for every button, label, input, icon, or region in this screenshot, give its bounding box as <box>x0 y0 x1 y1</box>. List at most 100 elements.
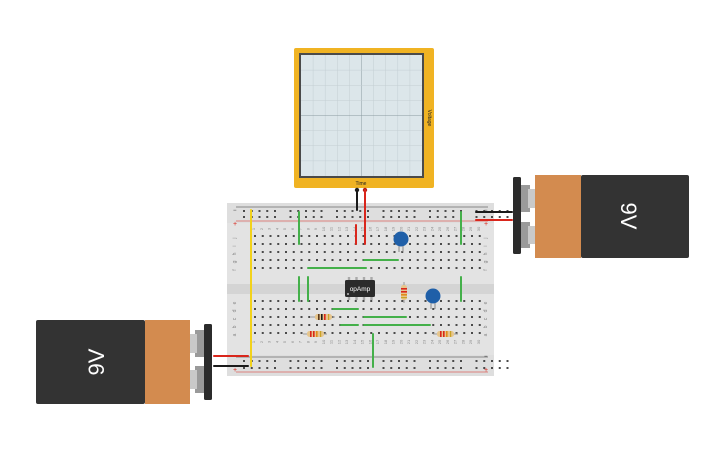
breadboard-hole[interactable] <box>254 259 256 261</box>
breadboard-hole[interactable] <box>292 316 295 318</box>
breadboard-hole[interactable] <box>424 259 427 261</box>
breadboard-hole[interactable] <box>269 267 272 269</box>
breadboard-hole[interactable] <box>277 243 280 245</box>
breadboard-hole[interactable] <box>269 324 272 326</box>
breadboard-hole[interactable] <box>316 324 318 326</box>
breadboard-hole[interactable] <box>336 360 338 362</box>
breadboard-hole[interactable] <box>343 216 346 218</box>
breadboard-hole[interactable] <box>285 243 287 245</box>
breadboard-hole[interactable] <box>432 308 435 310</box>
breadboard-hole[interactable] <box>339 243 342 245</box>
breadboard-hole[interactable] <box>277 332 280 334</box>
breadboard-hole[interactable] <box>261 300 264 302</box>
breadboard-hole[interactable] <box>359 360 362 362</box>
breadboard-hole[interactable] <box>362 251 365 253</box>
breadboard-hole[interactable] <box>471 243 473 245</box>
breadboard-hole[interactable] <box>362 308 365 310</box>
breadboard-hole[interactable] <box>277 324 280 326</box>
breadboard-hole[interactable] <box>308 308 311 310</box>
breadboard-hole[interactable] <box>447 251 450 253</box>
breadboard-hole[interactable] <box>269 235 272 237</box>
breadboard-hole[interactable] <box>471 267 473 269</box>
breadboard-hole[interactable] <box>269 259 272 261</box>
breadboard-hole[interactable] <box>393 308 396 310</box>
breadboard-hole[interactable] <box>409 267 411 269</box>
breadboard-hole[interactable] <box>258 210 261 212</box>
breadboard-hole[interactable] <box>424 235 427 237</box>
breadboard-hole[interactable] <box>285 316 287 318</box>
breadboard-hole[interactable] <box>370 243 373 245</box>
capacitor-2[interactable] <box>425 288 441 310</box>
breadboard-hole[interactable] <box>416 332 419 334</box>
breadboard-hole[interactable] <box>432 324 435 326</box>
breadboard-hole[interactable] <box>258 360 261 362</box>
breadboard-hole[interactable] <box>398 210 400 212</box>
opamp-chip[interactable]: opAmp <box>345 277 375 300</box>
breadboard-hole[interactable] <box>409 316 411 318</box>
jumper-wires-red[interactable] <box>213 189 513 357</box>
breadboard-hole[interactable] <box>261 324 264 326</box>
breadboard-hole[interactable] <box>277 316 280 318</box>
breadboard-hole[interactable] <box>409 332 411 334</box>
breadboard-hole[interactable] <box>266 210 269 212</box>
breadboard-hole[interactable] <box>393 300 396 302</box>
breadboard-hole[interactable] <box>498 216 501 218</box>
breadboard-hole[interactable] <box>478 243 481 245</box>
breadboard-hole[interactable] <box>254 308 256 310</box>
jumper-wires-black[interactable] <box>213 189 513 367</box>
breadboard-hole[interactable] <box>401 259 404 261</box>
breadboard-hole[interactable] <box>261 267 264 269</box>
breadboard-hole[interactable] <box>429 210 431 212</box>
breadboard-hole[interactable] <box>320 210 323 212</box>
breadboard-hole[interactable] <box>254 243 256 245</box>
breadboard-hole[interactable] <box>463 308 466 310</box>
breadboard-hole[interactable] <box>440 308 442 310</box>
breadboard-hole[interactable] <box>300 243 303 245</box>
breadboard-hole[interactable] <box>261 316 264 318</box>
breadboard-hole[interactable] <box>475 216 478 218</box>
breadboard-hole[interactable] <box>312 216 315 218</box>
breadboard-hole[interactable] <box>447 308 450 310</box>
breadboard-hole[interactable] <box>292 267 295 269</box>
breadboard-hole[interactable] <box>491 360 493 362</box>
breadboard-hole[interactable] <box>351 360 354 362</box>
resistor-3[interactable] <box>303 331 327 337</box>
breadboard-hole[interactable] <box>359 367 362 369</box>
breadboard-hole[interactable] <box>292 324 295 326</box>
breadboard-hole[interactable] <box>370 308 373 310</box>
breadboard-hole[interactable] <box>390 367 393 369</box>
breadboard-hole[interactable] <box>405 216 408 218</box>
jumper-wires-green[interactable] <box>298 211 462 368</box>
breadboard-hole[interactable] <box>382 360 385 362</box>
breadboard-hole[interactable] <box>478 251 481 253</box>
breadboard-hole[interactable] <box>370 251 373 253</box>
breadboard-hole[interactable] <box>429 216 431 218</box>
breadboard-hole[interactable] <box>390 216 393 218</box>
breadboard-hole[interactable] <box>452 216 455 218</box>
breadboard-hole[interactable] <box>385 243 388 245</box>
breadboard-hole[interactable] <box>285 251 287 253</box>
breadboard-hole[interactable] <box>447 267 450 269</box>
breadboard-hole[interactable] <box>305 210 307 212</box>
breadboard-hole[interactable] <box>339 259 342 261</box>
breadboard-hole[interactable] <box>331 251 334 253</box>
breadboard-hole[interactable] <box>320 216 323 218</box>
breadboard-hole[interactable] <box>285 332 287 334</box>
breadboard-hole[interactable] <box>483 360 486 362</box>
breadboard-hole[interactable] <box>447 324 450 326</box>
breadboard-hole[interactable] <box>416 316 419 318</box>
breadboard-hole[interactable] <box>463 316 466 318</box>
breadboard-hole[interactable] <box>277 300 280 302</box>
breadboard-hole[interactable] <box>331 259 334 261</box>
breadboard-hole[interactable] <box>378 251 380 253</box>
breadboard-hole[interactable] <box>444 360 447 362</box>
breadboard-hole[interactable] <box>478 259 481 261</box>
breadboard-hole[interactable] <box>308 300 311 302</box>
breadboard-hole[interactable] <box>424 316 427 318</box>
breadboard-hole[interactable] <box>424 308 427 310</box>
breadboard-hole[interactable] <box>243 210 245 212</box>
breadboard-hole[interactable] <box>289 216 292 218</box>
breadboard-hole[interactable] <box>413 360 416 362</box>
breadboard-hole[interactable] <box>370 300 373 302</box>
breadboard-hole[interactable] <box>478 308 481 310</box>
